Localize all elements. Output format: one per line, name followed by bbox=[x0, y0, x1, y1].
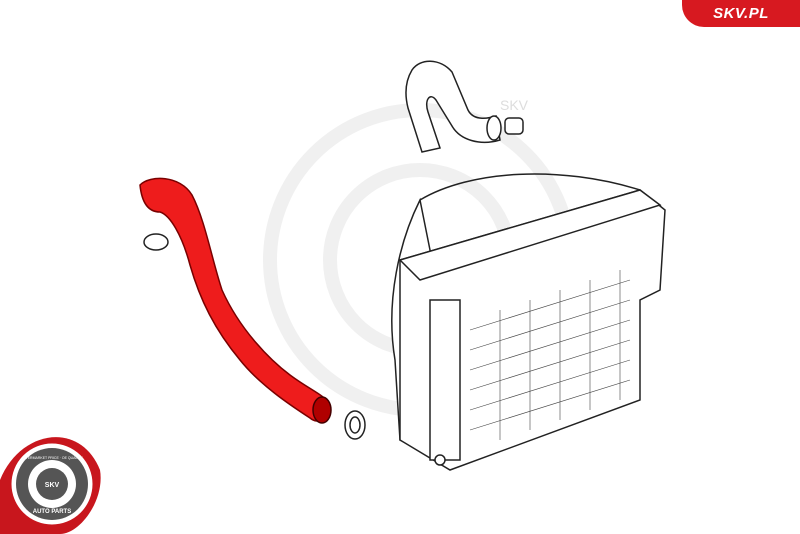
badge-bottom-text: AUTO PARTS bbox=[33, 509, 71, 515]
watermark-text: SKV bbox=[500, 97, 529, 113]
skv-badge bbox=[0, 437, 101, 534]
red-hose bbox=[139, 177, 332, 424]
upper-hose bbox=[405, 60, 524, 153]
hose-clamp bbox=[143, 233, 366, 440]
brand-link[interactable]: SKV.PL bbox=[682, 0, 800, 27]
badge-top-text: AFTERMARKET PRICE · OE QUALITY bbox=[21, 456, 83, 460]
radiator bbox=[391, 173, 666, 471]
badge-center-text: SKV bbox=[45, 482, 60, 489]
